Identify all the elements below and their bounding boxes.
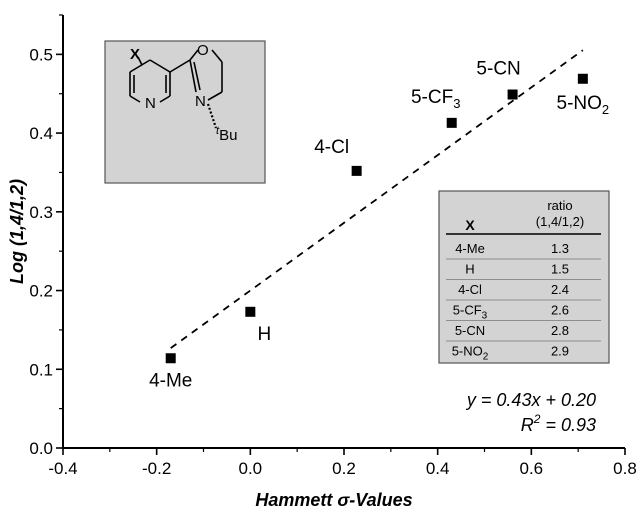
table-cell-ratio: 2.4 [551, 282, 569, 297]
fit-r-squared: R2 = 0.93 [521, 412, 596, 435]
fit-line [170, 49, 584, 349]
y-tick-label: 0.4 [29, 124, 53, 143]
pyridine-oxazoline-structure [129, 49, 223, 129]
table-cell-x: 5-CN [455, 323, 485, 338]
data-point [507, 89, 518, 100]
table-cell-ratio: 1.3 [551, 241, 569, 256]
x-tick-label: -0.4 [48, 459, 77, 478]
point-label: 5-CN [476, 59, 520, 80]
table-cell-x: 5-NO2 [452, 344, 489, 363]
y-tick-label: 0.0 [29, 439, 53, 458]
y-tick-label: 0.1 [29, 360, 53, 379]
point-label: 4-Cl [314, 137, 349, 158]
point-label: 5-NO2 [557, 93, 610, 117]
table-header-ratio-units: (1,4/1,2) [536, 214, 584, 229]
data-point [245, 306, 256, 317]
axes: -0.4 -0.2 0.0 0.2 0.4 0.6 0.8 0.0 0.1 0.2 0.3 0.4 0.… [7, 14, 636, 510]
table-cell-x: 5-CF3 [453, 303, 488, 322]
x-tick-label: 0.8 [613, 459, 636, 478]
data-point [351, 165, 362, 176]
x-tick-label: 0.2 [332, 459, 356, 478]
x-tick-label: 0.4 [426, 459, 450, 478]
point-label: H [257, 324, 271, 345]
substituent-x-label: X [130, 46, 140, 63]
table-cell-ratio: 2.8 [551, 323, 569, 338]
table-header-ratio: ratio [547, 198, 572, 213]
y-tick-label: 0.2 [29, 282, 53, 301]
table-cell-x: H [465, 262, 474, 277]
x-axis-title: Hammett σ-Values [255, 490, 412, 510]
table-cell-x: 4-Me [455, 241, 485, 256]
table-box [438, 190, 610, 364]
table-rows: 4-Me 1.3H 1.5 4-Cl 2.4 5-CF3 2.6 5-CN 2.8 5-NO2 2.… [446, 241, 601, 363]
table-cell-ratio: 2.9 [551, 344, 569, 359]
table-cell-ratio: 1.5 [551, 262, 569, 277]
tbu-label: tBu [216, 125, 237, 144]
y-axis-title: Log (1,4/1,2) [7, 179, 27, 284]
structure-inset: X N O N tBu [104, 40, 266, 184]
point-label: 5-CF3 [411, 87, 460, 111]
data-point [446, 117, 457, 128]
table-cell-x: 4-Cl [458, 282, 482, 297]
fit-equation: y = 0.43x + 0.20 [465, 390, 596, 410]
x-tick-label: -0.2 [142, 459, 171, 478]
y-tick-label: 0.5 [29, 45, 53, 64]
x-tick-label: 0.6 [520, 459, 544, 478]
table-header-x: X [465, 217, 475, 233]
table-cell-ratio: 2.6 [551, 303, 569, 318]
oxazoline-o-label: O [197, 42, 209, 59]
ratio-table: X ratio (1,4/1,2) 4-Me 1.3H 1.5 4-Cl 2.4 5-CF… [438, 190, 610, 364]
pyridine-n-label: N [145, 95, 156, 112]
data-point [577, 73, 588, 84]
oxazoline-n-label: N [195, 93, 206, 110]
y-tick-label: 0.3 [29, 203, 53, 222]
structure-box [104, 40, 266, 184]
x-tick-label: 0.0 [239, 459, 263, 478]
point-label: 4-Me [149, 370, 192, 391]
fit-layer [170, 49, 584, 349]
data-point [165, 353, 176, 364]
